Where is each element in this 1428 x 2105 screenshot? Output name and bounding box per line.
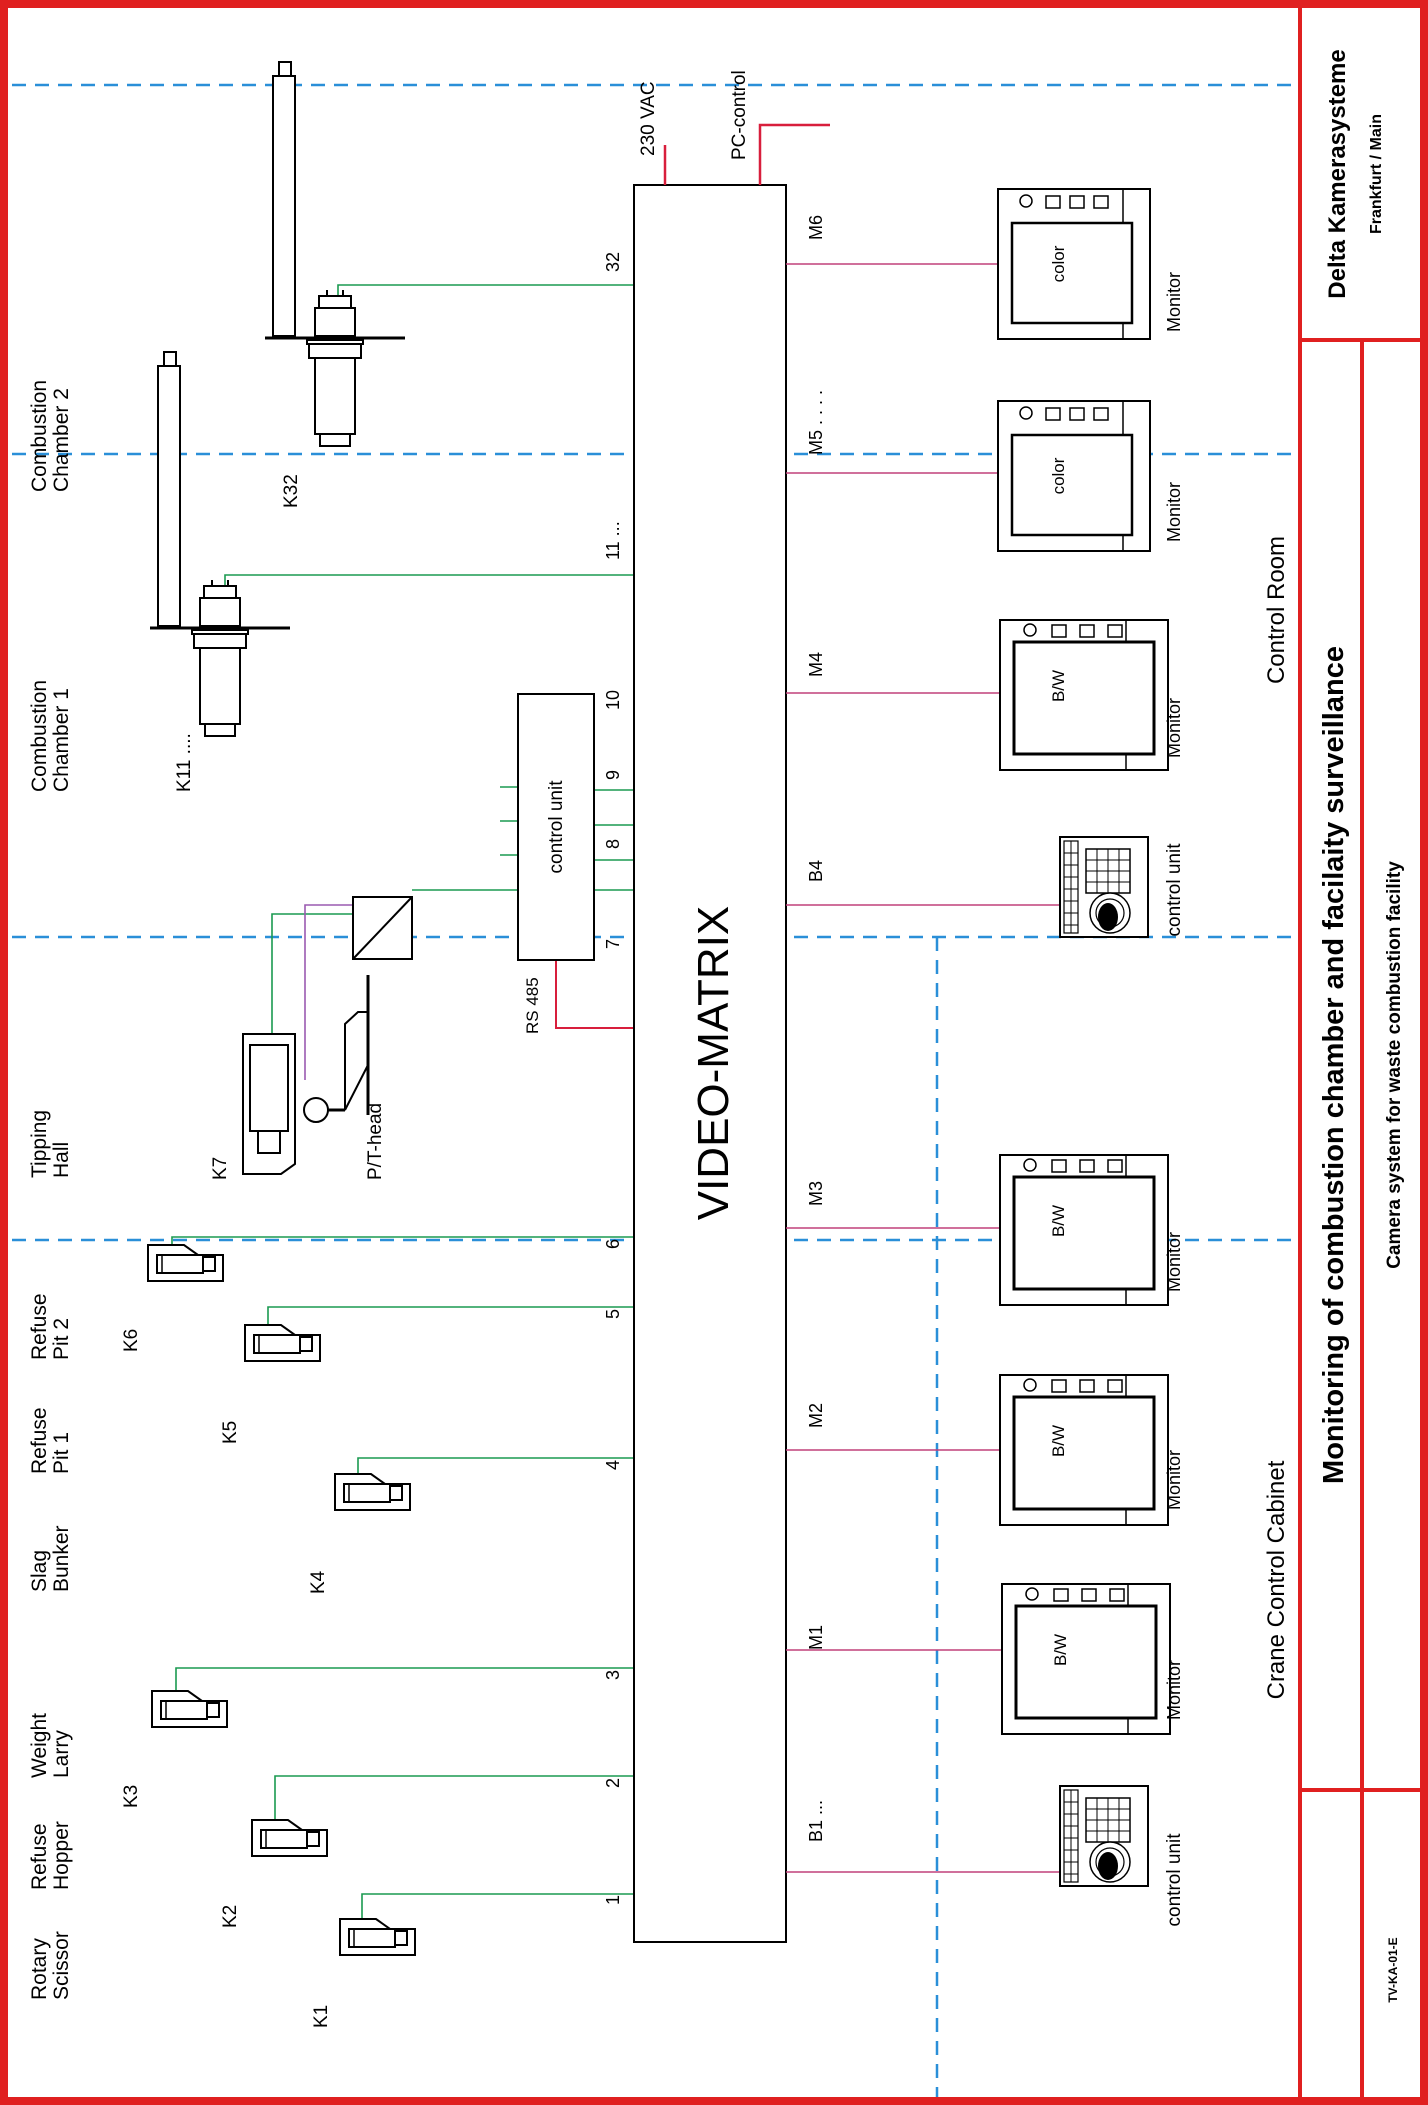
area-slag-bunker: SlagBunker [28, 1525, 73, 1592]
monitor-m3-type: B/W [1049, 1205, 1068, 1237]
monitor-m5[interactable] [996, 399, 1152, 553]
area-refuse-hopper: RefuseHopper [28, 1821, 73, 1890]
pc-control-label: PC-control [729, 70, 750, 160]
input-2-label: 2 [603, 1778, 623, 1788]
camera-k2[interactable] [251, 1819, 328, 1857]
output-m6-label: M6 [806, 215, 826, 240]
camera-k4-label: K4 [308, 1570, 329, 1594]
room-control-room: Control Room [1263, 536, 1290, 684]
control-keyboard-1-label: control unit [1164, 1833, 1185, 1927]
camera-k7-ptz[interactable] [242, 975, 370, 1175]
output-m3-label: M3 [806, 1181, 826, 1206]
output-m2-label: M2 [806, 1403, 826, 1428]
area-weight-larry: WeightLarry [28, 1713, 73, 1778]
camera-k4[interactable] [334, 1473, 411, 1511]
input-32-label: 32 [603, 252, 623, 272]
output-m4-label: M4 [806, 652, 826, 677]
input-9-label: 9 [603, 770, 623, 780]
camera-k7-label: K7 [210, 1157, 231, 1180]
drawing-subtitle: Camera system for waste combustion facil… [1384, 861, 1405, 1269]
monitor-m5-label: Monitor [1164, 482, 1184, 542]
camera-k1[interactable] [339, 1918, 416, 1956]
control-keyboard-1[interactable] [1059, 1785, 1149, 1887]
camera-k32-label: K32 [281, 474, 302, 508]
area-combustion-chamber-2: CombustionChamber 2 [28, 380, 73, 492]
drawing-title: Monitoring of combustion chamber and fac… [1318, 646, 1350, 1484]
input-7-label: 7 [603, 939, 623, 949]
monitor-m1-label: Monitor [1164, 1660, 1184, 1720]
matrix-output-labels: B1 ... M1 M2 M3 B4 M4 M5 . . . . M6 [806, 215, 826, 1842]
monitor-m6-label: Monitor [1164, 272, 1184, 332]
ptz-head-label: P/T-head [365, 1103, 386, 1180]
rs485-cable [555, 960, 634, 1029]
monitor-m4[interactable] [998, 618, 1170, 772]
monitor-m4-label: Monitor [1164, 698, 1184, 758]
input-10-label: 10 [603, 690, 623, 710]
monitor-m4-type: B/W [1049, 670, 1068, 702]
input-3-label: 3 [603, 1670, 623, 1680]
monitor-m2-label: Monitor [1164, 1450, 1184, 1510]
monitor-m1-type: B/W [1051, 1634, 1070, 1666]
ptz-control-cable [304, 904, 353, 1080]
camera-k3-label: K3 [121, 1785, 142, 1808]
monitor-labels: Monitor Monitor Monitor Monitor Monitor … [1164, 272, 1184, 1720]
monitor-m6-type: color [1049, 245, 1068, 282]
camera-k5[interactable] [244, 1324, 321, 1362]
signal-converter [352, 896, 413, 960]
monitor-m2[interactable] [998, 1373, 1170, 1527]
camera-k11-label: K11 .... [174, 733, 195, 792]
control-unit-box[interactable]: control unit [517, 693, 595, 961]
title-block-frame [1298, 8, 1424, 2097]
control-keyboard-2[interactable] [1059, 836, 1149, 938]
input-4-label: 4 [603, 1460, 623, 1470]
camera-k6[interactable] [147, 1244, 224, 1282]
monitor-m2-type: B/W [1049, 1425, 1068, 1457]
video-matrix-title: VIDEO-MATRIX [689, 906, 738, 1221]
monitor-m3[interactable] [998, 1153, 1170, 1307]
camera-labels: K1 K2 K3 K4 K5 K6 K7 K11 .... K32 [121, 474, 332, 2028]
output-m1-label: M1 [806, 1625, 826, 1650]
monitor-type-labels: B/W B/W B/W B/W color color [1049, 245, 1070, 1666]
area-refuse-pit-2: RefusePit 2 [28, 1293, 73, 1360]
company-name: Delta Kamerasysteme [1324, 49, 1351, 298]
power-label: 230 VAC [638, 81, 659, 156]
monitor-cables [786, 263, 1060, 1873]
camera-k2-label: K2 [220, 1905, 241, 1928]
control-unit-box-label: control unit [546, 780, 567, 874]
camera-k6-label: K6 [121, 1329, 142, 1352]
area-refuse-pit-1: RefusePit 1 [28, 1407, 73, 1474]
input-8-label: 8 [603, 839, 623, 849]
input-1-label: 1 [603, 1895, 623, 1905]
document-number: TV-KA-01-E [1386, 1937, 1400, 2002]
control-keyboard-2-label: control unit [1164, 843, 1185, 937]
room-crane-control-cabinet: Crane Control Cabinet [1263, 1460, 1290, 1699]
camera-k1-label: K1 [311, 2005, 332, 2028]
camera-k11[interactable] [148, 350, 292, 738]
input-11-label: 11 ... [603, 521, 623, 560]
area-labels: RotaryScissor RefuseHopper WeightLarry S… [28, 380, 73, 2000]
matrix-power-lines [663, 123, 830, 185]
input-6-label: 6 [603, 1239, 623, 1249]
monitor-m5-type: color [1049, 457, 1068, 494]
camera-k5-label: K5 [220, 1421, 241, 1444]
camera-k3[interactable] [151, 1690, 228, 1728]
video-matrix[interactable]: VIDEO-MATRIX [633, 184, 787, 1943]
monitor-m1[interactable] [1000, 1582, 1172, 1736]
monitor-m3-label: Monitor [1164, 1232, 1184, 1292]
output-m5-label: M5 . . . . [806, 390, 826, 455]
monitor-m6[interactable] [996, 187, 1152, 341]
matrix-input-labels: 1 2 3 4 5 6 7 8 9 10 11 ... 32 [603, 252, 623, 1905]
area-combustion-chamber-1: CombustionChamber 1 [28, 680, 73, 792]
output-b4-label: B4 [806, 860, 826, 882]
rs485-label: RS 485 [523, 977, 542, 1034]
camera-k32[interactable] [263, 60, 407, 448]
output-b1-label: B1 ... [806, 1800, 826, 1842]
area-tipping-hall: TippingHall [28, 1110, 73, 1178]
area-rotary-scissor: RotaryScissor [28, 1931, 73, 2000]
input-5-label: 5 [603, 1309, 623, 1319]
company-city: Frankfurt / Main [1368, 114, 1385, 234]
camera-cables [171, 284, 634, 1940]
